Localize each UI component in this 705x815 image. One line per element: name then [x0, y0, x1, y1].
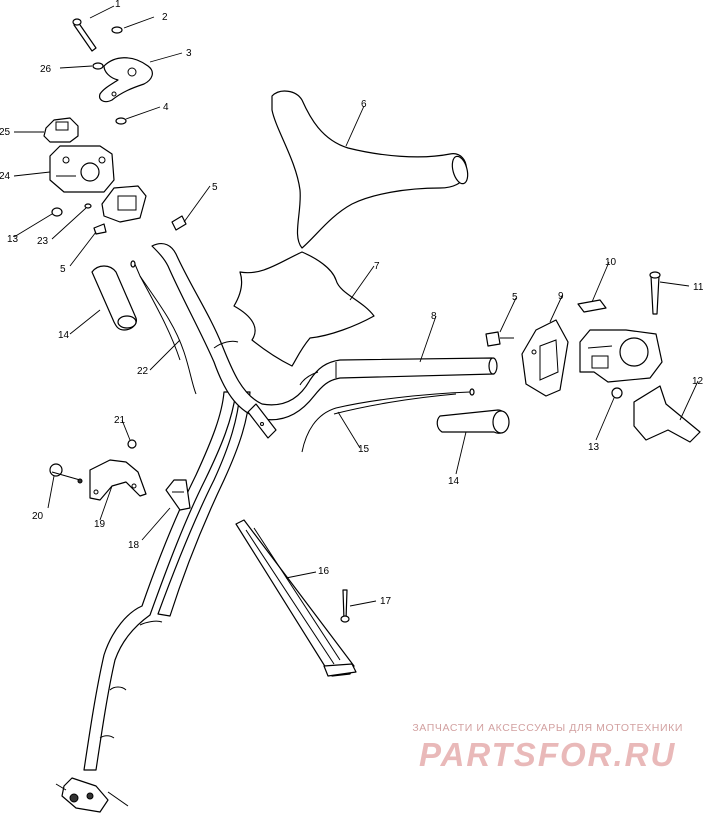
callout-4: 4: [163, 102, 169, 113]
throttle-cable-22: [130, 260, 197, 395]
handlebar-pad-cover: [233, 251, 375, 367]
callout-24: 24: [0, 171, 11, 182]
callout-2: 2: [162, 12, 168, 23]
clamp-part-20: [49, 463, 83, 484]
callout-14-right: 14: [448, 476, 460, 487]
callout-25: 25: [0, 127, 11, 138]
washer-part-23: [84, 203, 92, 209]
callout-12: 12: [692, 376, 704, 387]
bolt-part-11: [649, 271, 661, 315]
callout-7: 7: [374, 261, 380, 272]
switch-housing: [579, 329, 663, 383]
throttle-cover: [101, 185, 147, 223]
callout-13-left: 13: [7, 234, 19, 245]
screw-part-5-right: [485, 331, 514, 347]
watermark-tagline: ЗАПЧАСТИ И АКСЕССУАРЫ ДЛЯ МОТОТЕХНИКИ: [412, 722, 683, 734]
watermark-logo: PARTSFOR.RU: [419, 736, 677, 773]
leader-lines: [13, 5, 699, 607]
brake-cable-15: [301, 388, 475, 453]
callout-23: 23: [37, 236, 49, 247]
bracket-part-19: [89, 459, 147, 501]
callout-18: 18: [128, 540, 140, 551]
callout-26: 26: [40, 64, 52, 75]
callout-16: 16: [318, 566, 330, 577]
callout-22: 22: [137, 366, 149, 377]
nut-part-13-left: [51, 207, 63, 217]
callout-15: 15: [358, 444, 370, 455]
callout-21: 21: [114, 415, 126, 426]
handlebar-pad: [271, 90, 469, 249]
screw-part-5-upper: [171, 215, 187, 231]
callout-9: 9: [558, 291, 564, 302]
callout-5-upper: 5: [212, 182, 218, 193]
bolt-part-1: [72, 18, 97, 52]
brake-mount-9: [521, 319, 569, 397]
nut-part-2: [111, 26, 123, 34]
pin-part-17: [340, 589, 350, 623]
callout-3: 3: [186, 48, 192, 59]
callout-5-left: 5: [60, 264, 66, 275]
grip-part-14-right: [436, 409, 510, 434]
callout-5-right: 5: [512, 292, 518, 303]
nut-part-21: [127, 439, 137, 449]
washer-part-26: [92, 62, 104, 70]
callout-17: 17: [380, 596, 392, 607]
callout-14-left: 14: [58, 330, 70, 341]
callout-10: 10: [605, 257, 617, 268]
callout-6: 6: [361, 99, 367, 110]
handlebar: [151, 242, 498, 439]
callout-1: 1: [115, 0, 121, 10]
grip-part-14-left: [91, 265, 137, 331]
callout-20: 20: [32, 511, 44, 522]
stand-part-16: [235, 519, 357, 677]
rubber-block-25: [43, 117, 79, 143]
screw-part-5-left: [93, 223, 107, 235]
throttle-housing-24: [49, 145, 115, 193]
nut-part-13-right: [611, 387, 623, 399]
throttle-lever-3: [99, 57, 153, 103]
callout-19: 19: [94, 519, 106, 530]
callout-labels: 1 2 3 4 26 25 24 13 23 5 5 14 22 6 7 8 5…: [0, 0, 704, 607]
callout-13-right: 13: [588, 442, 600, 453]
callout-11: 11: [693, 282, 704, 293]
nut-part-4: [115, 117, 127, 125]
watermark: ЗАПЧАСТИ И АКСЕССУАРЫ ДЛЯ МОТОТЕХНИКИ PA…: [412, 722, 683, 774]
steering-post: [55, 391, 251, 813]
switch-cover-12: [633, 385, 701, 443]
bracket-part-18: [165, 479, 191, 511]
callout-8: 8: [431, 311, 437, 322]
